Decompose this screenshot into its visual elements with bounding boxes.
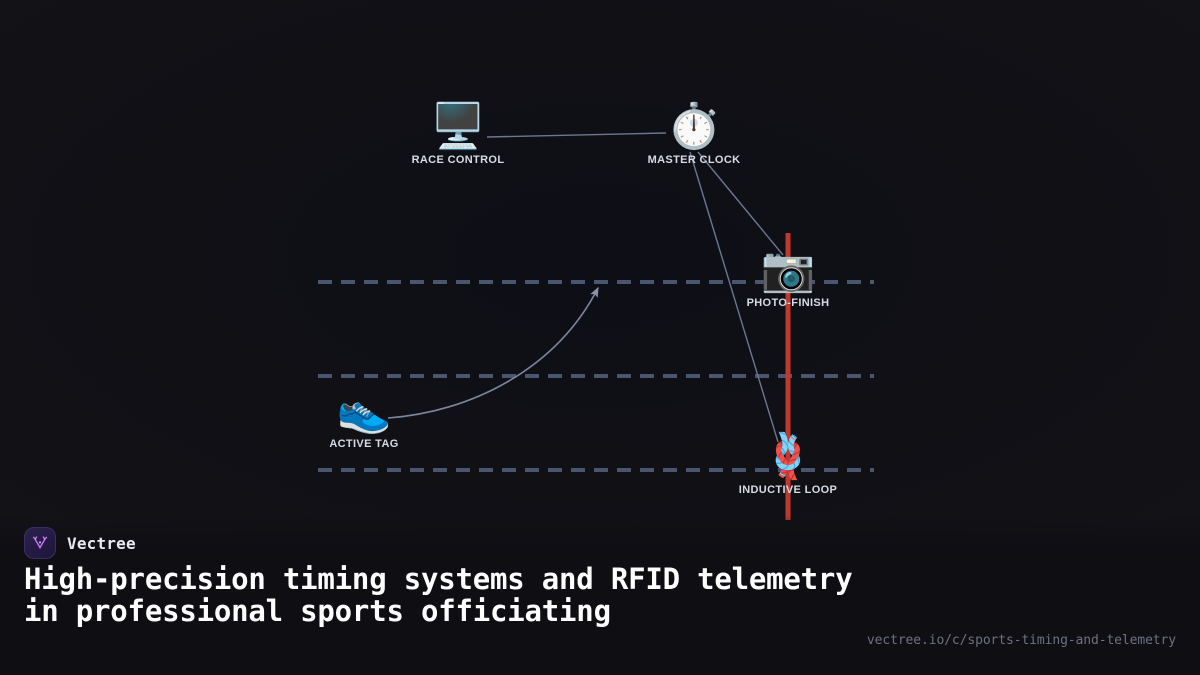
node-master-clock[interactable]: ⏱️ MASTER CLOCK (619, 101, 769, 167)
connector-lines (486, 132, 784, 443)
node-label-photo-finish: PHOTO-FINISH (746, 297, 830, 309)
node-label-inductive-loop: INDUCTIVE LOOP (738, 484, 838, 496)
brand-name: Vectree (67, 533, 136, 553)
node-race-control[interactable]: 🖥️ RACE CONTROL (383, 101, 533, 167)
connector-master-clock-to-inductive-loop (689, 151, 779, 443)
connector-master-clock-to-photo-finish (697, 151, 784, 256)
camera-icon: 📷 (760, 244, 816, 295)
node-active-tag[interactable]: 👟 ACTIVE TAG (289, 385, 439, 451)
brand-row[interactable]: Vectree (24, 527, 136, 559)
running-shoe-icon: 👟 (336, 385, 392, 436)
node-label-race-control: RACE CONTROL (411, 154, 505, 166)
desktop-computer-icon: 🖥️ (430, 101, 486, 152)
node-photo-finish[interactable]: 📷 PHOTO-FINISH (713, 244, 863, 310)
knot-loop-icon: 🪢 (760, 431, 816, 482)
node-inductive-loop[interactable]: 🪢 INDUCTIVE LOOP (713, 431, 863, 497)
source-url: vectree.io/c/sports-timing-and-telemetry (866, 633, 1176, 648)
node-label-master-clock: MASTER CLOCK (647, 154, 741, 166)
vectree-logo-glyph (33, 536, 48, 550)
stopwatch-icon: ⏱️ (666, 101, 722, 152)
connector-race-control-to-master-clock (486, 132, 667, 138)
vectree-logo-icon (24, 527, 56, 559)
track-lane-lines (318, 280, 874, 472)
headline: High-precision timing systems and RFID t… (24, 562, 853, 628)
caption-band: Vectree High-precision timing systems an… (0, 515, 1200, 675)
connector-active-tag-to-track (387, 286, 599, 419)
node-label-active-tag: ACTIVE TAG (329, 438, 399, 450)
